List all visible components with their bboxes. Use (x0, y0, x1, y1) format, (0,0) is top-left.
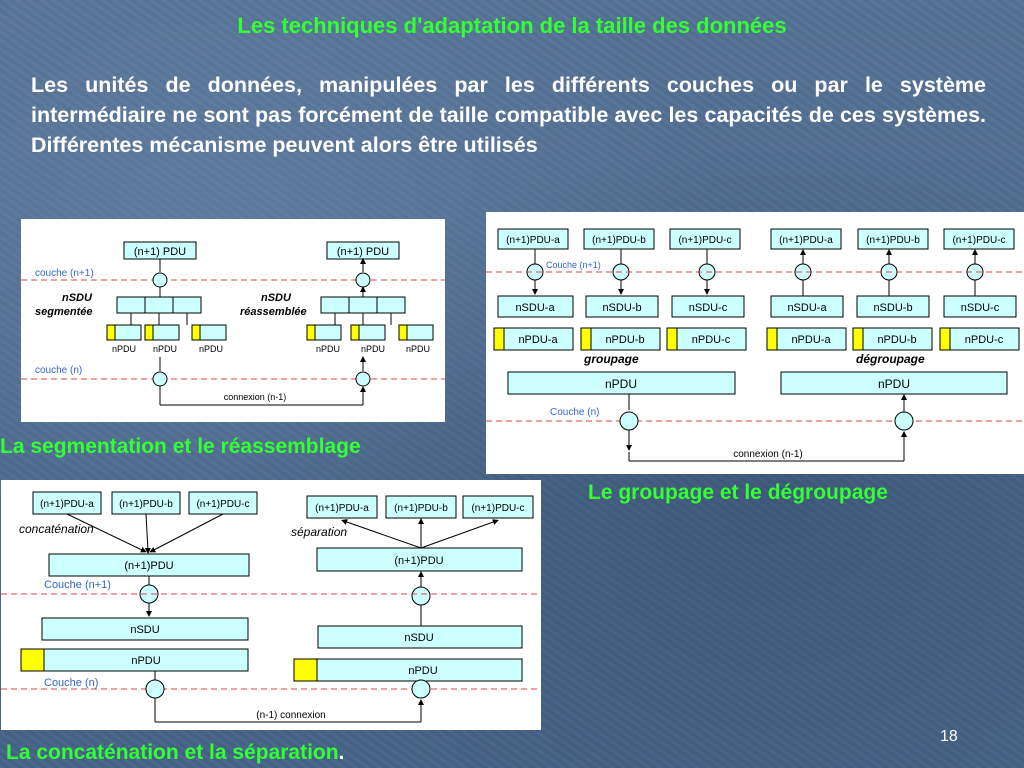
concatenation-label: concaténation (19, 522, 94, 536)
pdu-label-left: (n+1) PDU (134, 246, 186, 258)
nsdu-box-right (320, 296, 406, 314)
nsdu-label: nSDU-c (689, 302, 728, 314)
groupage-right: (n+1)PDU-a (n+1)PDU-b (n+1)PDU-c nSDU-a … (766, 228, 1020, 412)
pdu-label: (n+1)PDU-b (394, 503, 448, 514)
concatenation-diagram: (n+1)PDU-a (n+1)PDU-b (n+1)PDU-c concaté… (1, 480, 541, 730)
pdu-label: (n+1)PDU-c (196, 499, 249, 510)
layer-bottom-label: Couche (n) (44, 677, 98, 689)
layer-top-label: Couche (n+1) (546, 260, 601, 270)
layer-bottom-label: Couche (n) (550, 407, 599, 418)
connection-label: (n-1) connexion (256, 710, 325, 721)
slide-paragraph: Les unités de données, manipulées par le… (31, 73, 986, 157)
npdu-label: nPDU-c (692, 334, 731, 346)
groupage-svg: (n+1)PDU-a (n+1)PDU-b (n+1)PDU-c nSDU-a … (486, 228, 1024, 462)
sap-circle-left (152, 272, 168, 288)
pdu-label: (n+1)PDU-a (40, 499, 94, 510)
sap-circle-right (355, 272, 371, 288)
npdu-right-label: nPDU (878, 377, 910, 391)
nsdu-left-label: nSDU (130, 624, 159, 636)
pdu-label: (n+1)PDU-b (119, 499, 173, 510)
pdu-left-label: (n+1)PDU (124, 560, 173, 572)
connection-label: connexion (n-1) (733, 449, 802, 460)
connection-label: connexion (n-1) (224, 392, 287, 402)
nsdu-left-label-2: segmentée (35, 306, 92, 318)
npdu-label: nPDU (406, 344, 430, 354)
pdu-label: (n+1)PDU-b (592, 235, 646, 246)
slide-title: Les techniques d'adaptation de la taille… (237, 13, 787, 38)
groupage-label: groupage (583, 352, 639, 366)
nsdu-right-label: nSDU (404, 632, 433, 644)
npdu-label: nPDU (153, 344, 177, 354)
separation-label: séparation (291, 525, 347, 539)
caption-concatenation: La concaténation et la séparation. (6, 741, 344, 765)
npdu-label: nPDU (199, 344, 223, 354)
nsdu-box-left (116, 296, 202, 314)
npdu-left-label: nPDU (605, 377, 637, 391)
npdu-label: nPDU (316, 344, 340, 354)
groupage-left: (n+1)PDU-a (n+1)PDU-b (n+1)PDU-c nSDU-a … (493, 228, 747, 410)
segmentation-diagram: (n+1) PDU couche (n+1) nSDU segmentée nP… (21, 219, 445, 422)
npdu-right-label: nPDU (408, 665, 437, 677)
segmentation-svg: (n+1) PDU couche (n+1) nSDU segmentée nP… (21, 241, 445, 406)
degroupage-label: dégroupage (856, 352, 925, 366)
npdu-label: nPDU-c (965, 334, 1004, 346)
concatenation-svg: (n+1)PDU-a (n+1)PDU-b (n+1)PDU-c concaté… (1, 491, 541, 723)
npdu-left-label: nPDU (131, 655, 160, 667)
pdu-label: (n+1)PDU-b (866, 235, 920, 246)
groupage-diagram: (n+1)PDU-a (n+1)PDU-b (n+1)PDU-c nSDU-a … (486, 212, 1024, 474)
nsdu-right-label-2: réassemblée (240, 306, 307, 318)
pdu-label: (n+1)PDU-a (779, 235, 833, 246)
pdu-label: (n+1)PDU-c (952, 235, 1005, 246)
layer-top-label: couche (n+1) (35, 268, 94, 279)
nsdu-label: nSDU-a (787, 302, 827, 314)
pdu-label: (n+1)PDU-c (678, 235, 731, 246)
pdu-label-right: (n+1) PDU (337, 246, 389, 258)
npdu-label: nPDU-a (791, 334, 831, 346)
caption-groupage: Le groupage et le dégroupage (588, 481, 888, 504)
separation-right: (n+1)PDU-a (n+1)PDU-b (n+1)PDU-c séparat… (291, 495, 534, 682)
nsdu-label: nSDU-b (602, 302, 641, 314)
caption-segmentation: La segmentation et le réassemblage (0, 435, 361, 458)
npdu-label: nPDU-b (605, 334, 644, 346)
nsdu-right-label-1: nSDU (261, 292, 292, 304)
layer-top-label: Couche (n+1) (44, 579, 111, 591)
caption-concatenation-text: La concaténation et la séparation (6, 741, 339, 764)
nsdu-label: nSDU-c (961, 302, 1000, 314)
page-number: 18 (940, 728, 958, 745)
nsdu-label: nSDU-a (515, 302, 555, 314)
caption-concatenation-dot: . (338, 741, 345, 764)
pdu-label: (n+1)PDU-a (315, 503, 369, 514)
npdu-label: nPDU-a (518, 334, 558, 346)
nsdu-label: nSDU-b (873, 302, 912, 314)
pdu-right-label: (n+1)PDU (394, 555, 443, 567)
concatenation-left: (n+1)PDU-a (n+1)PDU-b (n+1)PDU-c concaté… (19, 491, 258, 680)
npdu-label: nPDU (361, 344, 385, 354)
npdu-label: nPDU (112, 344, 136, 354)
pdu-label: (n+1)PDU-c (471, 503, 524, 514)
nsdu-left-label-1: nSDU (62, 292, 93, 304)
npdu-label: nPDU-b (877, 334, 916, 346)
layer-bottom-label: couche (n) (35, 365, 82, 376)
pdu-label: (n+1)PDU-a (506, 235, 560, 246)
